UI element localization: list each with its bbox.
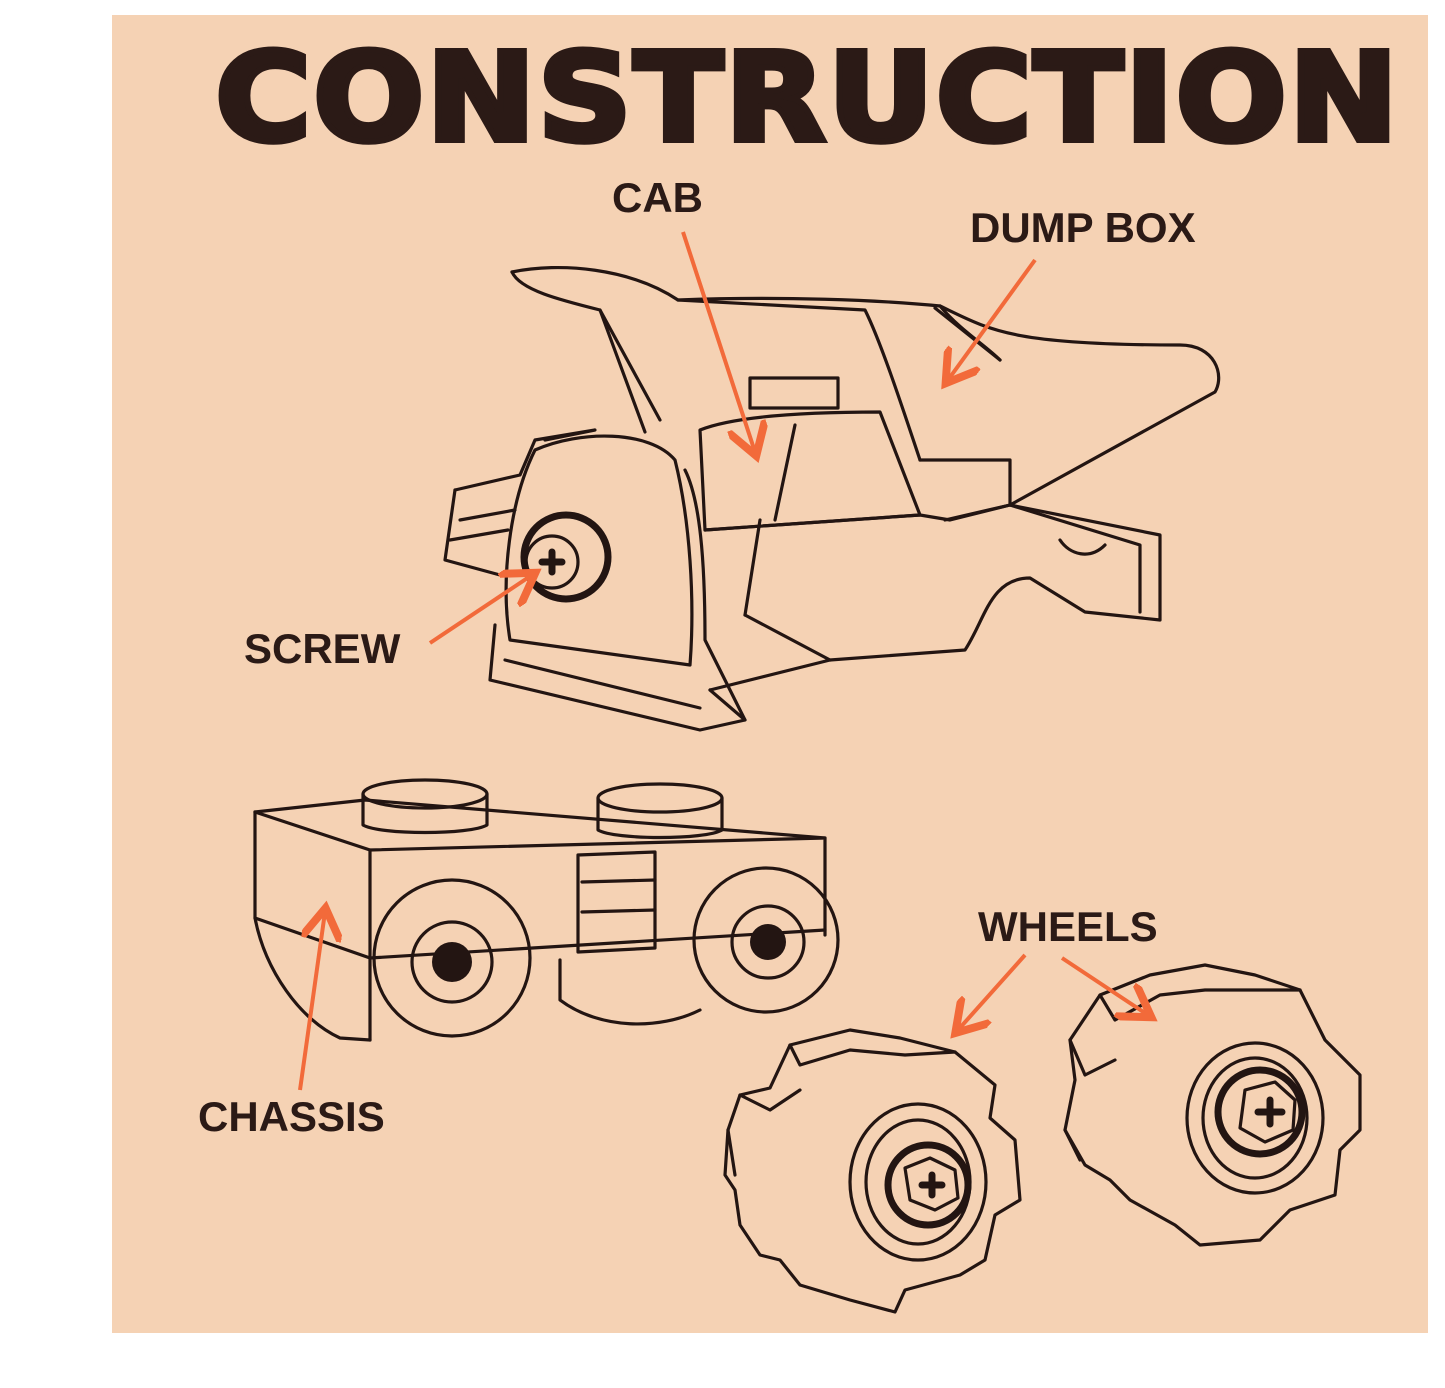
wheels-arrow-right bbox=[1060, 956, 1148, 1015]
page-title: CONSTRUCTION bbox=[212, 24, 1401, 172]
cab-arrow bbox=[681, 231, 755, 452]
chassis-wheel bbox=[692, 866, 840, 1014]
dump-truck-illustration bbox=[443, 265, 1221, 732]
chassis-peg bbox=[596, 782, 724, 840]
chassis-arrow bbox=[298, 912, 325, 1091]
label-chassis: CHASSIS bbox=[198, 1093, 385, 1140]
wheels-arrow-left bbox=[958, 953, 1027, 1030]
label-screw: SCREW bbox=[244, 625, 401, 672]
chassis-wheel bbox=[372, 878, 532, 1038]
chassis-peg bbox=[361, 778, 489, 835]
label-wheels: WHEELS bbox=[978, 903, 1158, 950]
arrows bbox=[298, 231, 1148, 1091]
wheel-illustration bbox=[1063, 963, 1362, 1247]
chassis-illustration bbox=[253, 778, 840, 1042]
screw-icon bbox=[520, 511, 612, 603]
label-cab: CAB bbox=[612, 174, 703, 221]
wheel-illustration bbox=[723, 1028, 1022, 1314]
dump-box-arrow bbox=[948, 258, 1037, 380]
screw-arrow bbox=[428, 575, 532, 645]
label-dump-box: DUMP BOX bbox=[970, 204, 1196, 251]
